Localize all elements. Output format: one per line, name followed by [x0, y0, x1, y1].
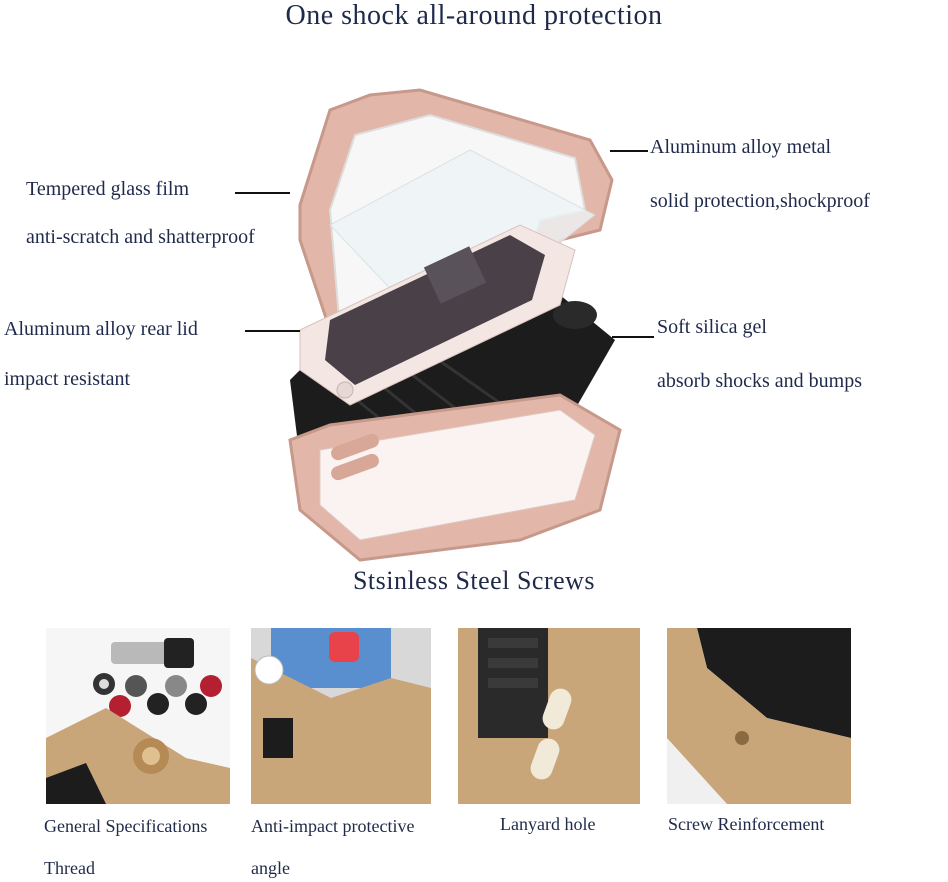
glass-film-label: Tempered glass film — [26, 178, 189, 200]
thumbnail-lanyard-hole — [458, 628, 640, 804]
thumbnail-screw-reinforcement — [667, 628, 851, 804]
exploded-case-illustration — [288, 88, 622, 562]
page-title: One shock all-around protection — [285, 0, 663, 31]
caption-angle-line1: Anti-impact protective — [251, 816, 415, 836]
glass-film-leader — [235, 192, 290, 194]
rear-lid-desc: impact resistant — [4, 368, 131, 390]
rear-lid-label: Aluminum alloy rear lid — [4, 318, 198, 340]
caption-lanyard: Lanyard hole — [500, 814, 596, 834]
silica-gel-desc: absorb shocks and bumps — [657, 370, 862, 392]
alloy-metal-desc: solid protection,shockproof — [650, 190, 870, 212]
glass-film-desc: anti-scratch and shatterproof — [26, 226, 255, 248]
alloy-metal-label: Aluminum alloy metal — [650, 136, 832, 158]
section-title: Stsinless Steel Screws — [352, 566, 596, 595]
thumbnail-protective-angle — [251, 628, 431, 804]
silica-gel-label: Soft silica gel — [657, 316, 767, 338]
silica-gel-leader — [612, 336, 654, 338]
rear-lid-leader — [245, 330, 300, 332]
rear-lid — [288, 393, 622, 562]
caption-thread-line1: General Specifications — [44, 816, 208, 836]
thumbnail-thread — [46, 628, 230, 804]
caption-screw: Screw Reinforcement — [668, 814, 825, 834]
phone-device — [299, 224, 576, 406]
caption-thread-line2: Thread — [44, 858, 95, 878]
caption-angle-line2: angle — [251, 858, 290, 878]
alloy-metal-leader — [610, 150, 648, 152]
